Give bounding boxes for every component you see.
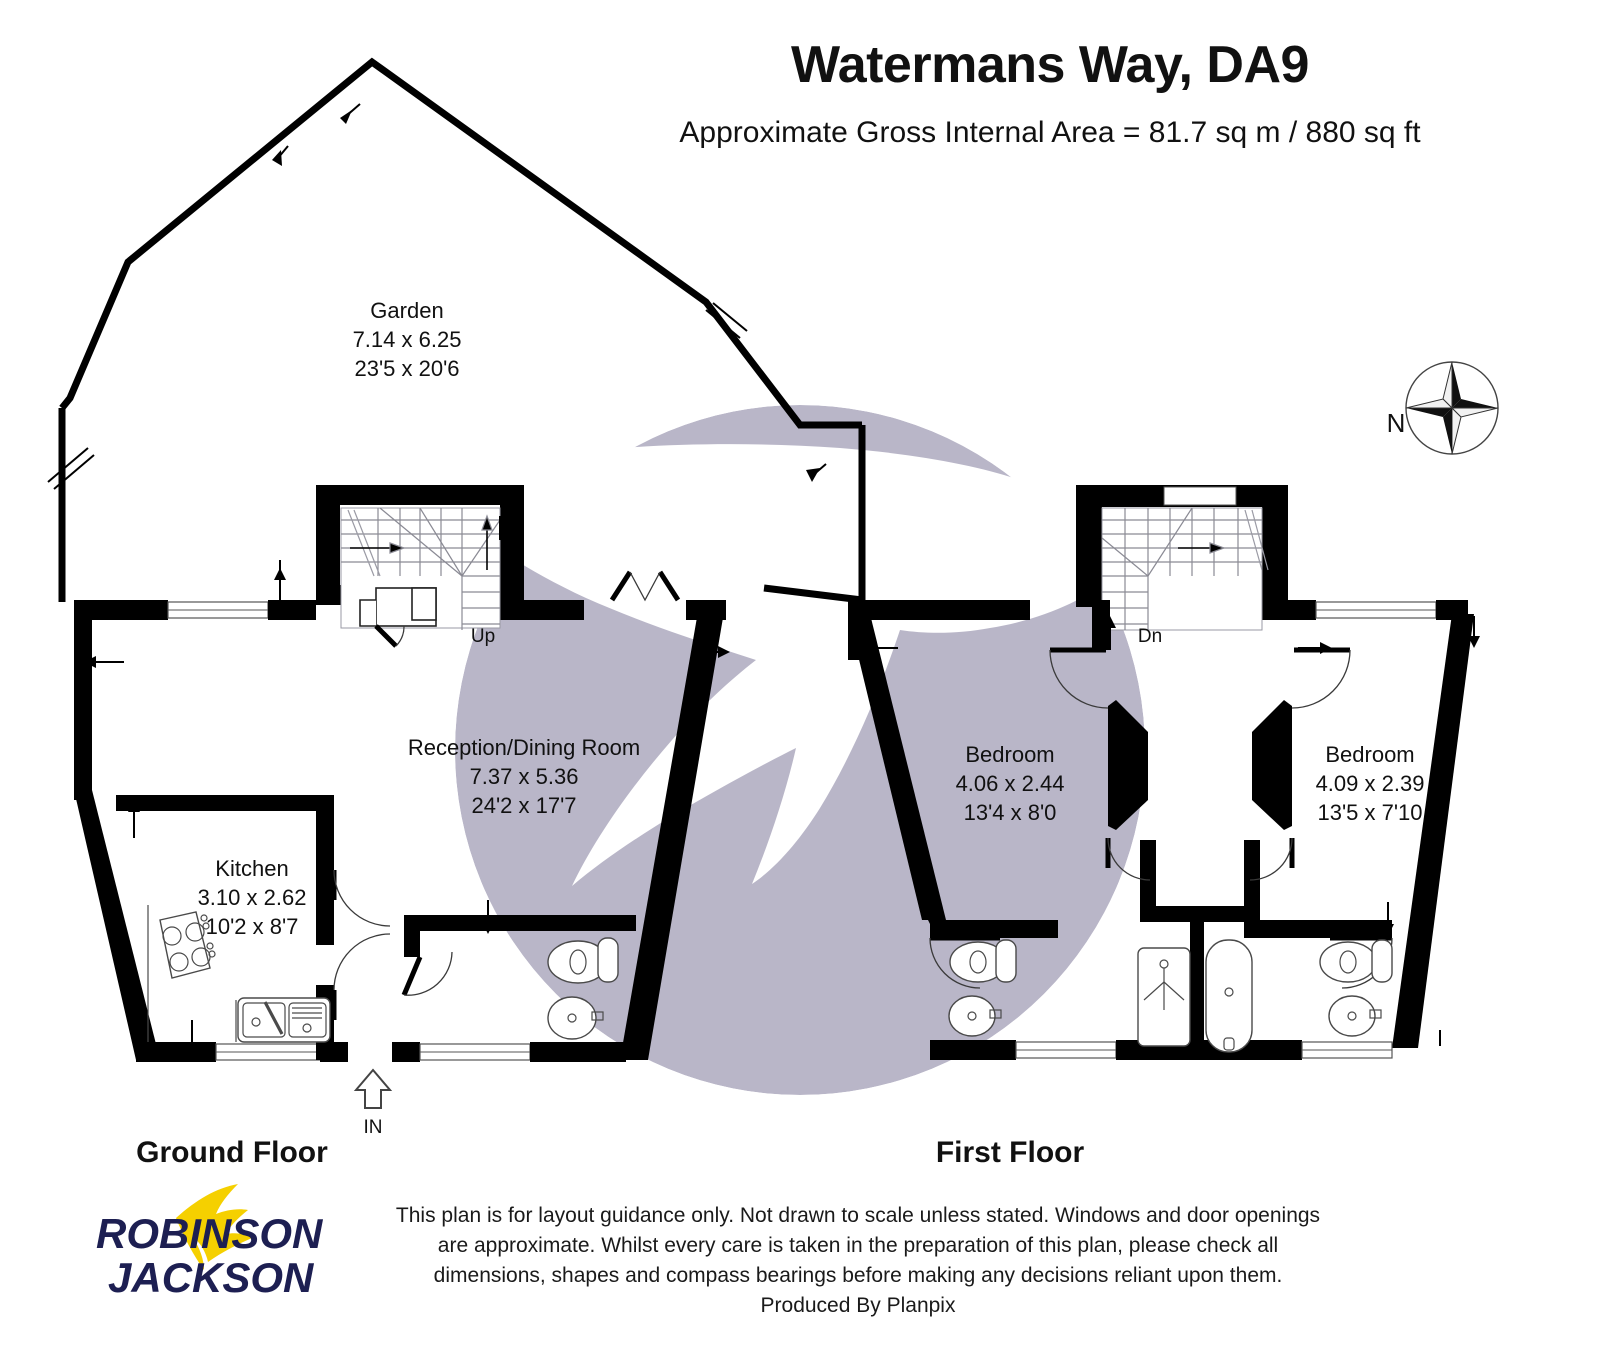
- bedroom-right-imperial: 13'5 x 7'10: [1317, 800, 1422, 825]
- bedroom-left-name: Bedroom: [965, 742, 1054, 767]
- bedroom-right-metric: 4.09 x 2.39: [1316, 771, 1425, 796]
- disclaimer-line-2: are approximate. Whilst every care is ta…: [438, 1234, 1278, 1257]
- bedroom-right-name: Bedroom: [1325, 742, 1414, 767]
- ground-floor-drawing: Up: [47, 57, 866, 1169]
- basin-icon-left: [948, 995, 1002, 1037]
- swift-bird-icon: [176, 1184, 252, 1270]
- shower-icon: [1137, 947, 1191, 1047]
- reception-metric: 7.37 x 5.36: [470, 764, 579, 789]
- first-floor-stairs: [1101, 507, 1269, 631]
- first-floor-bathroom-fixtures: [1137, 939, 1253, 1053]
- first-floor-drawing: Dn: [848, 485, 1480, 1169]
- garden-imperial: 23'5 x 20'6: [354, 356, 459, 381]
- entrance-arrow-icon: [353, 1068, 393, 1109]
- reception-room-label: Reception/Dining Room 7.37 x 5.36 24'2 x…: [408, 735, 640, 818]
- kitchen-room-label: Kitchen 3.10 x 2.62 10'2 x 8'7: [198, 856, 307, 939]
- disclaimer-line-4: Produced By Planpix: [761, 1294, 956, 1317]
- ground-dimension-arrows: [84, 516, 730, 1058]
- first-stairs-direction-label: Dn: [1138, 626, 1162, 647]
- sink-icon: [237, 997, 331, 1043]
- compass-north-label: N: [1387, 408, 1406, 438]
- first-dimension-arrows: [860, 616, 1480, 1046]
- garden-room-label: Garden 7.14 x 6.25 23'5 x 20'6: [353, 298, 462, 381]
- garden-dimension-arrows: [272, 103, 827, 482]
- basin-icon: [547, 996, 604, 1040]
- first-right-wc-fixtures: [1319, 939, 1393, 1037]
- first-left-wc-fixtures: [948, 939, 1017, 1037]
- logo-line-2: JACKSON: [108, 1254, 315, 1301]
- reception-name: Reception/Dining Room: [408, 735, 640, 760]
- first-floor-title: First Floor: [936, 1136, 1085, 1169]
- disclaimer-block: This plan is for layout guidance only. N…: [396, 1204, 1320, 1317]
- area-subtitle: Approximate Gross Internal Area = 81.7 s…: [679, 116, 1421, 149]
- compass-rose-icon: [1405, 361, 1499, 455]
- understair-cupboard: [359, 587, 437, 648]
- bedroom-left-label: Bedroom 4.06 x 2.44 13'4 x 8'0: [956, 742, 1065, 825]
- bedroom-right-label: Bedroom 4.09 x 2.39 13'5 x 7'10: [1316, 742, 1425, 825]
- disclaimer-line-1: This plan is for layout guidance only. N…: [396, 1204, 1320, 1227]
- page-title: Watermans Way, DA9: [791, 36, 1309, 94]
- ground-wc-fixtures: [547, 937, 619, 1040]
- kitchen-fixtures: [147, 905, 331, 1043]
- disclaimer-line-3: dimensions, shapes and compass bearings …: [434, 1264, 1283, 1287]
- bedroom-left-metric: 4.06 x 2.44: [956, 771, 1065, 796]
- toilet-icon: [547, 937, 619, 984]
- ground-floor-title: Ground Floor: [136, 1136, 328, 1169]
- bathtub-icon: [1205, 939, 1253, 1053]
- hob-icon: [159, 911, 216, 979]
- kitchen-name: Kitchen: [215, 856, 288, 881]
- entrance-label: IN: [364, 1117, 383, 1138]
- toilet-icon-left: [949, 939, 1017, 983]
- reception-imperial: 24'2 x 17'7: [471, 793, 576, 818]
- kitchen-metric: 3.10 x 2.62: [198, 885, 307, 910]
- logo-line-1: ROBINSON: [96, 1210, 324, 1257]
- toilet-icon-right: [1319, 939, 1393, 983]
- robinson-jackson-logo: ROBINSON JACKSON: [96, 1184, 324, 1301]
- first-floor-walls: [848, 600, 1474, 1060]
- kitchen-imperial: 10'2 x 8'7: [206, 914, 299, 939]
- basin-icon-right: [1328, 995, 1382, 1037]
- garden-metric: 7.14 x 6.25: [353, 327, 462, 352]
- ground-stairs-direction-label: Up: [471, 626, 495, 647]
- garden-name: Garden: [370, 298, 443, 323]
- bedroom-left-imperial: 13'4 x 8'0: [964, 800, 1057, 825]
